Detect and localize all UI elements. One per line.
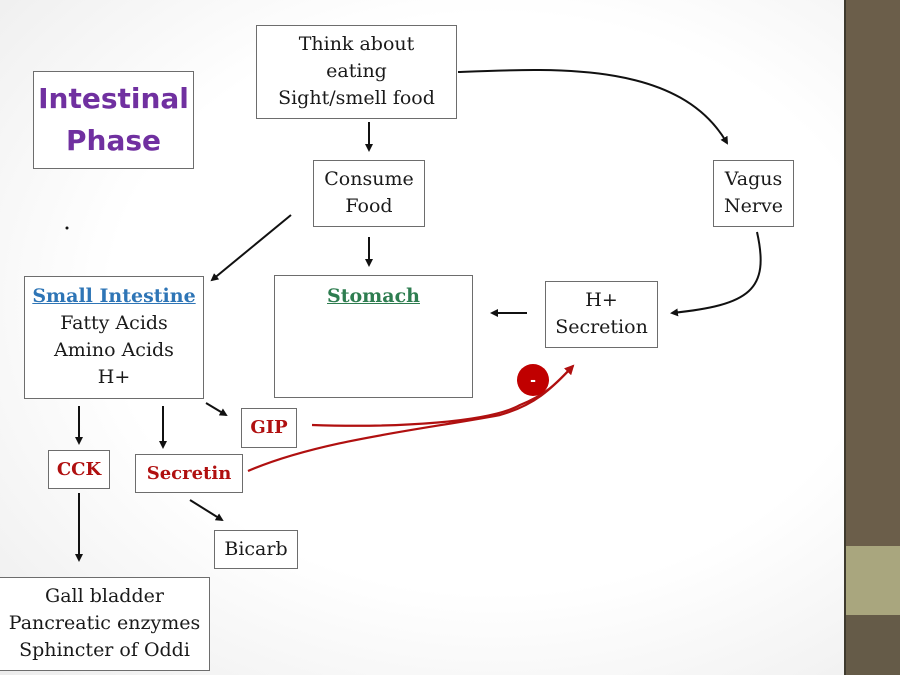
think-line2: eating (326, 60, 387, 82)
inhibit-arrow-secretin (247, 365, 574, 473)
vagus-nerve-box: Vagus Nerve (713, 160, 794, 227)
secretin-box: Secretin (135, 454, 243, 493)
consume-line1: Consume (324, 168, 414, 190)
gip-label: GIP (250, 417, 288, 438)
effects-line1: Gall bladder (45, 585, 164, 607)
h-secretion-box: H+ Secretion (545, 281, 658, 348)
small-intestine-box: Small Intestine Fatty Acids Amino Acids … (24, 276, 204, 399)
arrow-secretin-to-bicarb (189, 499, 224, 522)
cck-label: CCK (56, 459, 102, 480)
phase-title-line2: Phase (65, 124, 161, 157)
si-line3: H+ (97, 366, 131, 388)
arrow-si-to-gip (205, 402, 228, 417)
effects-line2: Pancreatic enzymes (8, 612, 201, 634)
think-about-eating-box: Think about eating Sight/smell food (256, 25, 457, 119)
slide-side-bar (844, 0, 900, 675)
h-secretion-line2: Secretion (555, 316, 648, 338)
consume-food-box: Consume Food (313, 160, 425, 227)
si-line2: Amino Acids (54, 339, 174, 361)
effects-box: Gall bladder Pancreatic enzymes Sphincte… (0, 577, 210, 671)
phase-title-line1: Intestinal (38, 82, 189, 115)
vagus-line2: Nerve (724, 195, 783, 217)
bicarb-label: Bicarb (224, 538, 288, 560)
cck-box: CCK (48, 450, 110, 489)
secretin-label: Secretin (146, 463, 232, 484)
think-line3: Sight/smell food (278, 87, 435, 109)
stomach-box: Stomach (274, 275, 473, 398)
arrow-vagus-to-h-secretion (670, 231, 762, 317)
slide-side-bar-bottom (846, 615, 900, 675)
consume-line2: Food (345, 195, 393, 217)
arrow-consume-to-small-intestine (210, 214, 292, 282)
bicarb-box: Bicarb (214, 530, 298, 569)
inhibition-marker-icon (517, 364, 549, 396)
slide-side-bar-accent (846, 546, 900, 615)
h-secretion-line1: H+ (585, 289, 618, 311)
stomach-title: Stomach (327, 285, 420, 307)
vagus-line1: Vagus (724, 168, 783, 190)
si-line1: Fatty Acids (60, 312, 168, 334)
gip-box: GIP (241, 408, 297, 448)
phase-title-box: Intestinal Phase (33, 71, 194, 169)
small-intestine-title: Small Intestine (32, 285, 196, 307)
arrow-think-to-vagus (457, 69, 729, 145)
think-line1: Think about (298, 33, 415, 55)
effects-line3: Sphincter of Oddi (19, 639, 190, 661)
stray-dot (65, 226, 69, 230)
inhibition-symbol: - (530, 373, 536, 389)
